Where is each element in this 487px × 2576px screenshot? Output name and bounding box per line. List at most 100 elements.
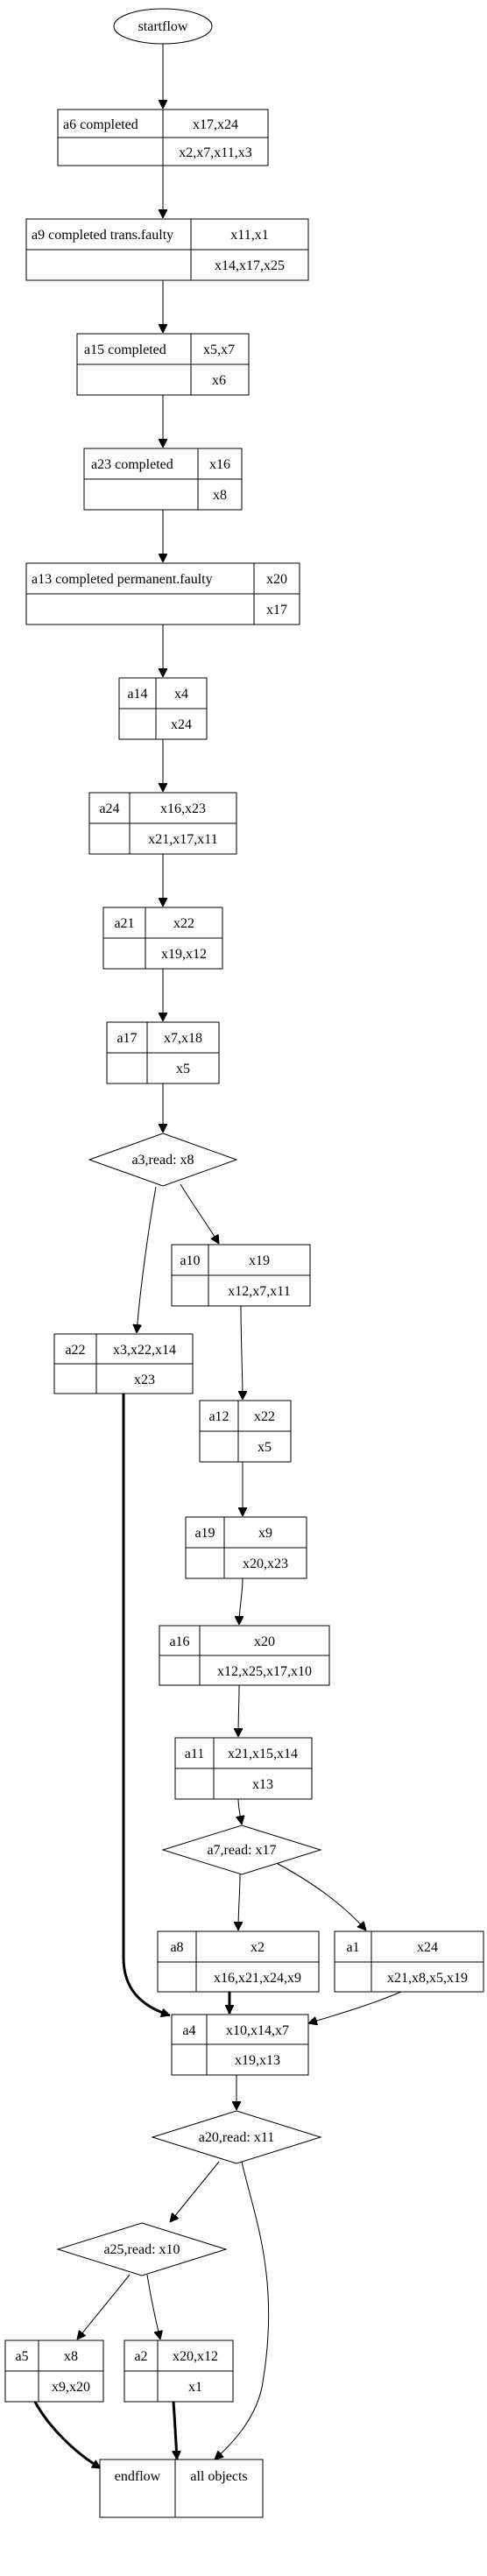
edge-a19-a16 [239, 1577, 243, 1625]
node-a21-top: x22 [173, 916, 194, 931]
decision-a7: a7,read: x17 [161, 1824, 322, 1875]
node-a12-top: x22 [254, 1409, 275, 1424]
node-a4-bottom: x19,x13 [235, 2053, 280, 2068]
node-a23-top: x16 [209, 457, 230, 472]
node-a24-name: a24 [99, 801, 119, 816]
node-a13-top: x20 [266, 572, 287, 587]
node-a11: a11 x21,x15,x14 x13 [174, 1737, 313, 1800]
decision-a3-label: a3,read: x8 [131, 1153, 194, 1168]
node-a19-name: a19 [194, 1526, 215, 1541]
node-a12-bottom: x5 [258, 1440, 272, 1455]
node-a2: a2 x20,x12 x1 [124, 2340, 234, 2403]
node-a11-name: a11 [185, 1747, 205, 1761]
node-a14-name: a14 [127, 687, 147, 702]
end-node: endflow all objects [99, 2459, 264, 2518]
edge-a2-end [173, 2401, 177, 2460]
node-a1-top: x24 [417, 1940, 438, 1955]
node-a5: a5 x8 x9,x20 [4, 2340, 104, 2403]
node-a9-bottom: x14,x17,x25 [215, 258, 285, 273]
node-a13-name: a13 completed permanent.faulty [32, 572, 213, 587]
node-a23: a23 completed x16 x8 [83, 448, 243, 511]
node-a21-bottom: x19,x12 [161, 947, 207, 962]
node-a4-name: a4 [182, 2023, 195, 2038]
node-a1-name: a1 [346, 1940, 359, 1955]
node-a23-bottom: x8 [213, 488, 227, 503]
node-a9-top: x11,x1 [230, 228, 268, 243]
start-label: startflow [138, 19, 188, 34]
start-node: startflow [113, 8, 213, 45]
node-a17-name: a17 [116, 1031, 137, 1046]
node-a12: a12 x22 x5 [199, 1400, 292, 1463]
edge-a11-a7 [238, 1797, 242, 1824]
node-a4: a4 x10,x14,x7 x19,x13 [171, 2014, 309, 2076]
node-a14: a14 x4 x24 [118, 677, 208, 740]
node-a22-top: x3,x22,x14 [113, 1343, 176, 1358]
node-a11-bottom: x13 [252, 1777, 273, 1792]
node-a17: a17 x7,x18 x5 [106, 1021, 220, 1084]
decision-a25: a25,read: x10 [56, 2222, 228, 2276]
node-a2-name: a2 [134, 2349, 147, 2364]
node-a21: a21 x22 x19,x12 [102, 907, 223, 970]
node-a21-name: a21 [114, 916, 134, 931]
node-a9-name: a9 completed trans.faulty [32, 228, 173, 243]
node-a9: a9 completed trans.faulty x11,x1 x14,x17… [25, 218, 309, 281]
node-a6: a6 completed x17,x24 x2,x7,x11,x3 [57, 109, 269, 166]
edge-a20-a25 [170, 2161, 220, 2222]
edge-a3-a22 [137, 1186, 157, 1333]
node-a24-top: x16,x23 [160, 801, 206, 816]
edge-a16-a11 [238, 1684, 239, 1737]
node-a1-bottom: x21,x8,x5,x19 [387, 1971, 468, 1986]
node-a22-bottom: x23 [134, 1373, 155, 1387]
decision-a3: a3,read: x8 [88, 1133, 238, 1187]
edge-a25-a5 [77, 2274, 131, 2340]
node-a13-bottom: x17 [266, 603, 287, 618]
end-label: all objects [190, 2469, 247, 2484]
edges [33, 44, 402, 2470]
node-a5-name: a5 [15, 2349, 28, 2364]
edge-a5-end [33, 2401, 101, 2470]
node-a12-name: a12 [208, 1409, 229, 1424]
node-a14-bottom: x24 [171, 717, 192, 732]
decision-a20: a20,read: x11 [151, 2110, 322, 2164]
node-a8-top: x2 [251, 1940, 265, 1955]
node-a14-top: x4 [174, 687, 188, 702]
node-a8-name: a8 [170, 1940, 183, 1955]
node-a6-top: x17,x24 [193, 117, 238, 132]
decision-a25-label: a25,read: x10 [103, 2242, 180, 2257]
node-a10-top: x19 [249, 1253, 270, 1268]
node-a2-top: x20,x12 [173, 2349, 218, 2364]
node-a8: a8 x2 x16,x21,x24,x9 [157, 1930, 320, 1993]
node-a4-top: x10,x14,x7 [226, 2023, 289, 2038]
node-a15-name: a15 completed [84, 342, 166, 357]
node-a11-top: x21,x15,x14 [228, 1747, 298, 1761]
node-a17-bottom: x5 [176, 1062, 190, 1076]
node-a19-top: x9 [258, 1526, 272, 1541]
node-a2-bottom: x1 [188, 2380, 202, 2395]
edge-a7-a8 [238, 1874, 240, 1930]
node-a8-bottom: x16,x21,x24,x9 [214, 1971, 301, 1986]
end-name: endflow [115, 2469, 161, 2484]
node-a10-name: a10 [180, 1253, 200, 1268]
node-a10-bottom: x12,x7,x11 [228, 1284, 290, 1299]
node-a6-bottom: x2,x7,x11,x3 [179, 145, 251, 160]
node-a13: a13 completed permanent.faulty x20 x17 [25, 562, 300, 625]
edge-a1-a4 [308, 1991, 402, 2023]
node-a16-bottom: x12,x25,x17,x10 [217, 1664, 312, 1679]
node-a24: a24 x16,x23 x21,x17,x11 [88, 792, 237, 855]
edge-a25-a2 [146, 2274, 160, 2340]
node-a5-top: x8 [64, 2349, 78, 2364]
node-a24-bottom: x21,x17,x11 [148, 832, 217, 847]
node-a10: a10 x19 x12,x7,x11 [171, 1244, 311, 1307]
node-a19-bottom: x20,x23 [243, 1556, 288, 1571]
edge-a20-end [215, 2161, 270, 2460]
node-a22: a22 x3,x22,x14 x23 [53, 1333, 194, 1394]
node-a1: a1 x24 x21,x8,x5,x19 [334, 1930, 484, 1993]
decision-a7-label: a7,read: x17 [207, 1843, 276, 1858]
node-a16-name: a16 [169, 1634, 189, 1649]
edge-a7-a1 [271, 1860, 366, 1930]
node-a16-top: x20 [254, 1634, 275, 1649]
node-a16: a16 x20 x12,x25,x17,x10 [159, 1625, 330, 1686]
node-a15: a15 completed x5,x7 x6 [76, 333, 250, 396]
node-a19: a19 x9 x20,x23 [185, 1516, 307, 1579]
